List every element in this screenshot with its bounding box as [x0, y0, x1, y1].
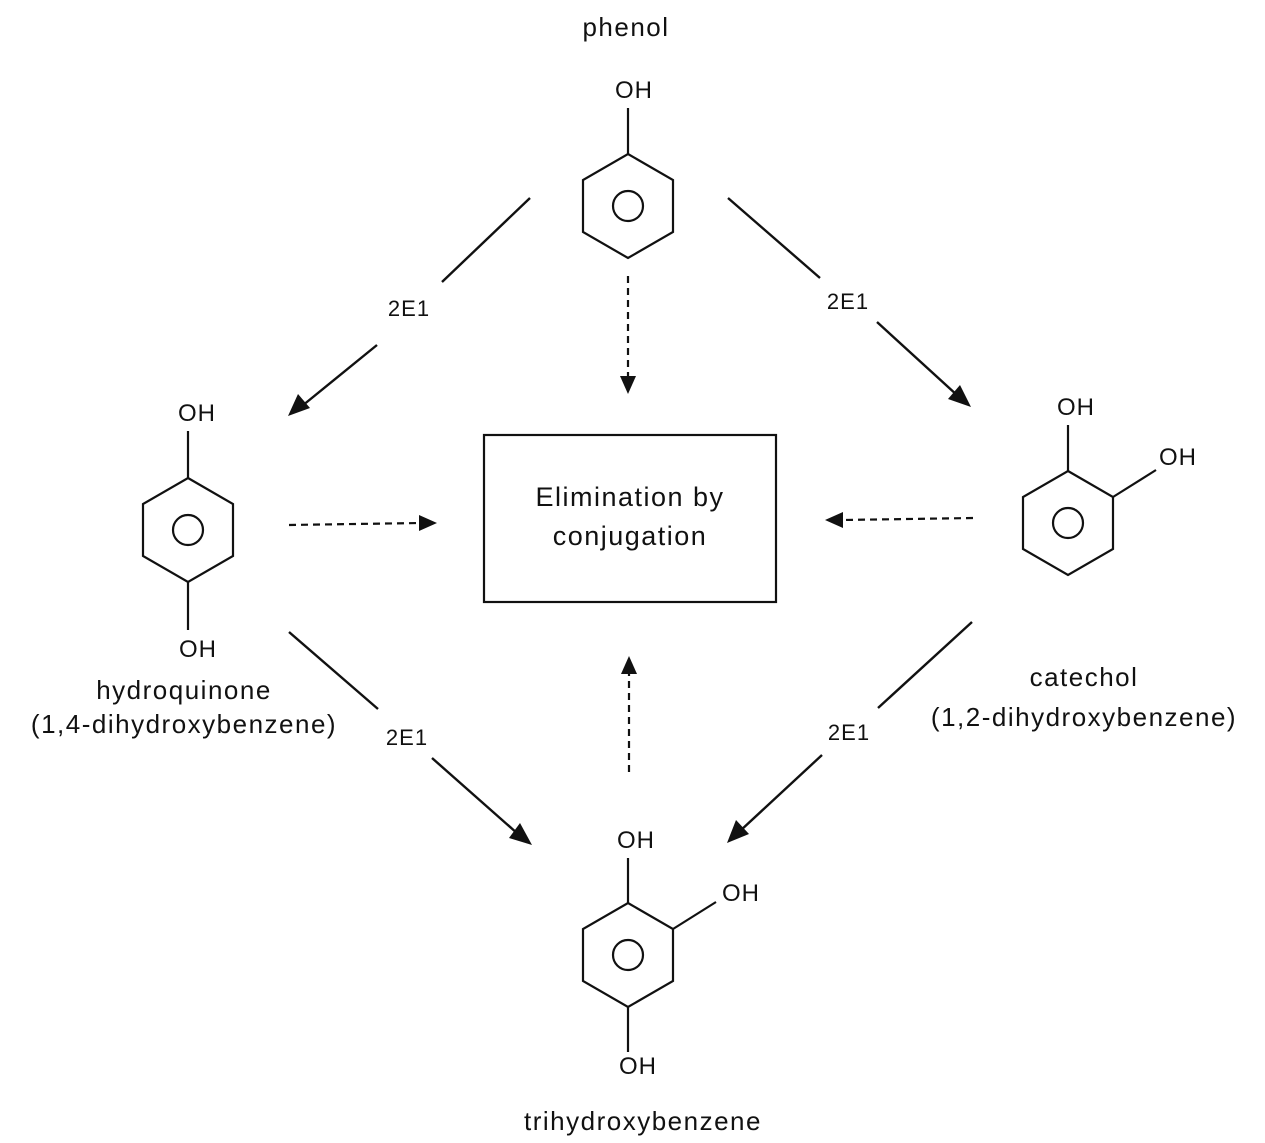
arrow-line-segment	[441, 197, 531, 283]
arrow-phenol-to-hydroquinone: 2E1	[288, 197, 531, 416]
phenol-aromatic-circle	[611, 189, 645, 223]
elimination-box-line1: Elimination by	[535, 482, 724, 512]
phenol-label: phenol	[582, 12, 669, 42]
trihydroxybenzene-oh-2: OH	[722, 880, 760, 907]
trihydroxybenzene-structure: OH OH OH trihydroxybenzene	[524, 827, 762, 1136]
arrowhead	[419, 515, 437, 531]
arrow-hydroquinone-to-trihydroxybenzene: 2E1	[288, 631, 532, 845]
catechol-benzene-ring	[1021, 469, 1115, 577]
hydroquinone-aromatic-circle	[171, 513, 205, 547]
dashed-arrow-hydroquinone-to-box	[288, 515, 437, 531]
dashed-arrow-line	[288, 521, 421, 527]
enzyme-label-2e1: 2E1	[827, 289, 869, 314]
hydroquinone-structure: OH OH hydroquinone (1,4-dihydroxybenzene…	[31, 400, 337, 739]
hydroquinone-systematic-label: (1,4-dihydroxybenzene)	[31, 709, 337, 739]
elimination-box-line2: conjugation	[553, 521, 708, 551]
trihydroxybenzene-benzene-ring	[581, 901, 675, 1009]
arrow-line-segment	[727, 197, 821, 279]
dashed-arrow-trihydroxybenzene-to-box	[621, 656, 637, 772]
arrow-line-segment	[301, 344, 378, 407]
catechol-aromatic-circle	[1051, 506, 1085, 540]
arrowhead	[620, 376, 636, 394]
enzyme-label-2e1: 2E1	[388, 296, 430, 321]
arrowhead	[621, 656, 637, 674]
trihydroxybenzene-label: trihydroxybenzene	[524, 1106, 762, 1136]
phenol-benzene-ring	[581, 152, 675, 260]
arrow-phenol-to-catechol: 2E1	[727, 197, 971, 407]
hydroquinone-oh-top: OH	[178, 400, 216, 427]
phenol-structure: phenol OH	[581, 12, 675, 260]
trihydroxybenzene-oh-bond-2	[672, 901, 717, 930]
catechol-oh-2: OH	[1159, 444, 1197, 471]
arrow-line-segment	[876, 321, 959, 397]
arrow-line-segment	[288, 631, 379, 710]
catechol-structure: OH OH catechol (1,2-dihydroxybenzene)	[931, 394, 1237, 732]
arrowhead	[948, 385, 971, 407]
catechol-label: catechol	[1030, 662, 1139, 692]
enzyme-label-2e1: 2E1	[828, 720, 870, 745]
arrowhead	[288, 394, 310, 416]
phenol-oh-group: OH	[615, 77, 653, 104]
hydroquinone-oh-bottom: OH	[179, 636, 217, 663]
arrowhead	[727, 820, 749, 843]
arrowhead	[825, 512, 843, 528]
catechol-oh-bond-2	[1112, 469, 1157, 498]
catechol-oh-1: OH	[1057, 394, 1095, 421]
trihydroxybenzene-aromatic-circle	[611, 938, 645, 972]
dashed-arrow-line	[842, 516, 974, 522]
arrow-line-segment	[431, 757, 519, 835]
dashed-arrow-phenol-to-box	[620, 276, 636, 394]
arrow-catechol-to-trihydroxybenzene: 2E1	[727, 621, 973, 843]
trihydroxybenzene-oh-1: OH	[617, 827, 655, 854]
catechol-systematic-label: (1,2-dihydroxybenzene)	[931, 702, 1237, 732]
hydroquinone-benzene-ring	[141, 476, 235, 584]
elimination-box: Elimination by conjugation	[482, 433, 778, 604]
arrowhead	[509, 823, 532, 845]
trihydroxybenzene-oh-3: OH	[619, 1053, 657, 1080]
arrow-line-segment	[739, 754, 823, 832]
hydroquinone-label: hydroquinone	[96, 675, 272, 705]
arrow-line-segment	[877, 621, 973, 709]
elimination-box-border	[482, 433, 778, 604]
enzyme-label-2e1: 2E1	[386, 725, 428, 750]
dashed-arrow-catechol-to-box	[825, 512, 974, 528]
